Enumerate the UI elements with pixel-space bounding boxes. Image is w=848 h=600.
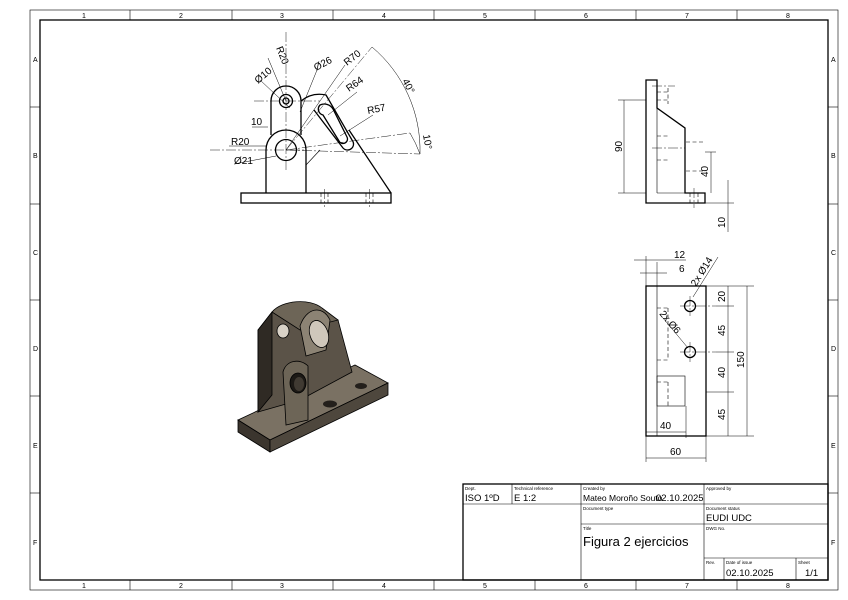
zone-col-1: 1 — [82, 13, 86, 20]
zone-labels-left: A B C D E F — [33, 57, 38, 547]
tb-approved-label: Approved by — [706, 486, 732, 491]
zone-row-c-right: C — [831, 250, 836, 257]
zone-col-6: 6 — [584, 13, 588, 20]
top-outline — [645, 285, 707, 437]
front-centerlines — [210, 32, 421, 172]
zone-ticks — [30, 10, 838, 590]
dim-d21: Ø21 — [234, 156, 253, 167]
dim-r57: R57 — [366, 103, 387, 117]
isometric-model — [237, 301, 389, 453]
dim-holes14: 2x Ø14 — [689, 255, 716, 289]
top-view: 12 6 2x Ø14 2x Ø6 20 45 40 45 150 40 60 — [634, 250, 754, 462]
tb-title-label: Title — [583, 526, 592, 531]
dim-w40: 40 — [660, 421, 672, 432]
zone-row-f-right: F — [831, 540, 835, 547]
zone-row-e-right: E — [831, 443, 836, 450]
front-arc-slot-inner — [317, 103, 349, 145]
tb-doctype-label: Document type — [583, 506, 614, 511]
dim-angle-10: 10° — [420, 134, 433, 151]
dim-d26: Ø26 — [312, 55, 334, 74]
zone-col-1-bottom: 1 — [82, 583, 86, 590]
dim-v45a: 45 — [717, 324, 728, 336]
front-base-plate — [240, 192, 392, 204]
tb-created-label: Created by — [583, 486, 606, 491]
zone-row-a-right: A — [831, 57, 836, 64]
zone-row-b: B — [33, 153, 38, 160]
dim-r70: R70 — [342, 48, 364, 68]
dim-h90: 90 — [614, 140, 625, 152]
tb-rev-label: Rev. — [706, 560, 715, 565]
front-upper-boss — [270, 85, 302, 135]
sheet-border — [39, 19, 829, 581]
tb-dateissue-value: 02.10.2025 — [726, 568, 774, 579]
dim-r20-top: R20 — [273, 45, 290, 67]
title-block: Dept. ISO 1ºD Technical reference E 1:2 … — [462, 483, 829, 581]
tb-dwgno-label: DWG No. — [706, 526, 725, 531]
dim-v150: 150 — [736, 351, 747, 368]
zone-col-8: 8 — [786, 13, 790, 20]
dim-holes6: 2x Ø6 — [657, 309, 683, 337]
tb-dept-label: Dept. — [465, 486, 476, 491]
tb-docstatus-label: Document status — [706, 506, 741, 511]
zone-col-7-bottom: 7 — [685, 583, 689, 590]
zone-col-4-bottom: 4 — [382, 583, 386, 590]
dim-d10: Ø10 — [253, 65, 275, 86]
zone-row-c: C — [33, 250, 38, 257]
dim-r20-left: R20 — [231, 137, 250, 148]
tb-created-value: Mateo Moroño Souto — [583, 493, 663, 503]
zone-col-5-bottom: 5 — [483, 583, 487, 590]
dim-w12: 12 — [674, 250, 686, 261]
zone-col-4: 4 — [382, 13, 386, 20]
dim-v40: 40 — [717, 366, 728, 378]
zone-labels-top: 1 2 3 4 5 6 7 8 — [82, 13, 790, 20]
zone-row-b-right: B — [831, 153, 836, 160]
tb-techref-label: Technical reference — [514, 486, 554, 491]
zone-col-6-bottom: 6 — [584, 583, 588, 590]
front-view: R20 Ø10 Ø26 R70 R64 R57 40° 10° 10 R20 Ø… — [210, 32, 434, 207]
tb-dateissue-label: Date of issue — [726, 560, 753, 565]
tb-title-value: Figura 2 ejercicios — [583, 534, 689, 549]
dim-h40: 40 — [700, 165, 711, 177]
zone-labels-bottom: 1 2 3 4 5 6 7 8 — [82, 583, 790, 590]
front-rib — [348, 129, 392, 194]
zone-row-e: E — [33, 443, 38, 450]
front-base-holes-hidden — [320, 193, 374, 203]
zone-col-2-bottom: 2 — [179, 583, 183, 590]
zone-row-a: A — [33, 57, 38, 64]
side-profile — [645, 79, 706, 204]
zone-col-5: 5 — [483, 13, 487, 20]
top-rib-edge — [656, 375, 686, 407]
zone-col-8-bottom: 8 — [786, 583, 790, 590]
dim-10: 10 — [251, 117, 263, 128]
zone-col-7: 7 — [685, 13, 689, 20]
zone-col-2: 2 — [179, 13, 183, 20]
zone-row-d-right: D — [831, 346, 836, 353]
side-view: 90 40 10 — [614, 79, 734, 232]
tb-techref-value: E 1:2 — [514, 493, 536, 504]
tb-sheet-value: 1/1 — [805, 568, 818, 579]
zone-col-3: 3 — [280, 13, 284, 20]
dim-v45b: 45 — [717, 408, 728, 420]
dim-r64: R64 — [344, 75, 366, 95]
dim-h10: 10 — [717, 216, 728, 228]
dim-angle-40: 40° — [399, 77, 416, 96]
zone-row-f: F — [33, 540, 37, 547]
zone-col-3-bottom: 3 — [280, 583, 284, 590]
tb-docstatus-value: EUDI UDC — [706, 513, 752, 524]
tb-sheet-label: Sheet — [798, 560, 811, 565]
tb-dept-value: ISO 1ºD — [465, 493, 500, 504]
zone-labels-right: A B C D E F — [831, 57, 836, 547]
zone-row-d: D — [33, 346, 38, 353]
dim-w6: 6 — [679, 264, 685, 275]
dim-w60: 60 — [670, 447, 682, 458]
tb-created-date: 02.10.2025 — [656, 493, 704, 504]
dim-v20: 20 — [717, 290, 728, 302]
front-arc-slot-outer — [300, 93, 355, 151]
